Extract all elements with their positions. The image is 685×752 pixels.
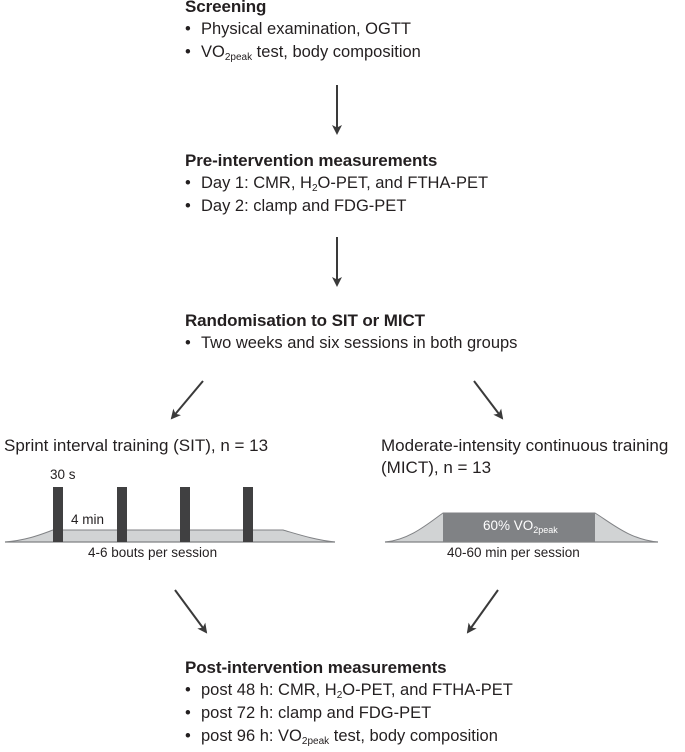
random-title: Randomisation to SIT or MICT: [185, 311, 425, 330]
mict-plateau: [443, 513, 595, 542]
mict-plateau-label: 60% VO2peak: [483, 518, 558, 535]
mict-title-line-1: Moderate-intensity continuous training: [381, 436, 669, 455]
random-item-1: •Two weeks and six sessions in both grou…: [185, 334, 518, 352]
sit-title: Sprint interval training (SIT), n = 13: [4, 436, 269, 455]
sprint-bar-1: [53, 487, 63, 542]
arrow-sit-to-post: [174, 589, 208, 634]
sprint-bar-2: [117, 487, 127, 542]
sit-caption: 4-6 bouts per session: [88, 545, 218, 560]
post-item-1: •post 48 h: CMR, H2O-PET, and FTHA-PET: [185, 681, 513, 701]
post-item-3: •post 96 h: VO2peak test, body compositi…: [185, 727, 498, 747]
mict-caption: 40-60 min per session: [447, 545, 580, 560]
sprint-bar-4: [243, 487, 253, 542]
arrow-random-to-mict: [473, 380, 504, 420]
sit-rest-label: 4 min: [71, 512, 105, 527]
post-item-2: •post 72 h: clamp and FDG-PET: [185, 704, 432, 722]
arrow-mict-to-post: [466, 589, 499, 634]
post-title: Post-intervention measurements: [185, 658, 447, 677]
pre-item-2: •Day 2: clamp and FDG-PET: [185, 197, 407, 215]
pre-title: Pre-intervention measurements: [185, 151, 438, 170]
sprint-bar-3: [180, 487, 190, 542]
screening-item-2: •VO2peak test, body composition: [185, 43, 421, 63]
mict-title-line-2: (MICT), n = 13: [381, 458, 492, 477]
screening-item-1: •Physical examination, OGTT: [185, 20, 411, 38]
screening-title: Screening: [185, 0, 267, 16]
pre-item-1: •Day 1: CMR, H2O-PET, and FTHA-PET: [185, 174, 489, 194]
arrow-random-to-sit: [170, 380, 204, 420]
sit-sprint-label: 30 s: [50, 467, 76, 482]
